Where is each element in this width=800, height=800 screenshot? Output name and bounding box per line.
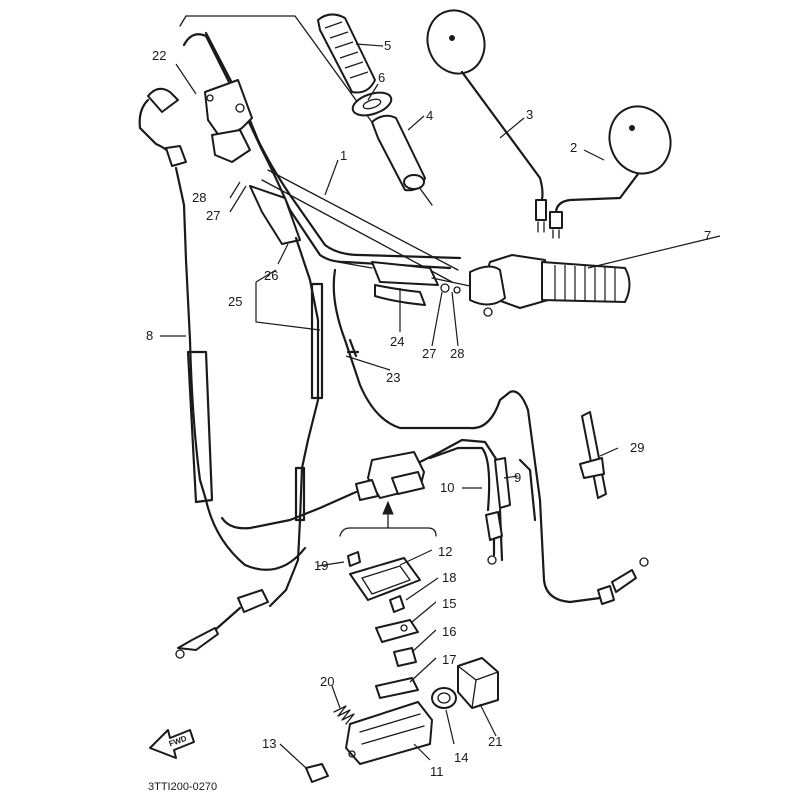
callout-14: 14 [454, 750, 468, 765]
callout-18: 18 [442, 570, 456, 585]
throttle-cable-left [268, 236, 324, 608]
cable-junction [220, 438, 537, 565]
callout-29: 29 [630, 440, 644, 455]
callout-3: 3 [526, 107, 533, 122]
callout-22: 22 [152, 48, 166, 63]
clutch-cable [138, 87, 307, 659]
left-grip-parts [317, 13, 426, 192]
callout-20: 20 [320, 674, 334, 689]
callout-13: 13 [262, 736, 276, 751]
front-brake-cable [332, 268, 649, 605]
handlebar-assembly [179, 15, 631, 317]
callout-19: 19 [314, 558, 328, 573]
callout-28a: 28 [192, 190, 206, 205]
callout-4: 4 [426, 108, 433, 123]
callout-5: 5 [384, 38, 391, 53]
exploded-switch-parts [305, 500, 499, 783]
callout-7: 7 [704, 228, 711, 243]
callout-9: 9 [514, 470, 521, 485]
callout-26: 26 [264, 268, 278, 283]
cable-strap [579, 411, 607, 499]
callout-16: 16 [442, 624, 456, 639]
left-mirror [426, 9, 547, 233]
callout-8: 8 [146, 328, 153, 343]
callout-labels: 1 2 3 4 5 6 7 8 9 10 11 12 13 14 15 16 1… [146, 38, 711, 779]
callout-24: 24 [390, 334, 404, 349]
callout-28b: 28 [450, 346, 464, 361]
right-throttle-grip [541, 261, 631, 303]
callout-12: 12 [438, 544, 452, 559]
callout-25: 25 [228, 294, 242, 309]
callout-15: 15 [442, 596, 456, 611]
callout-2: 2 [570, 140, 577, 155]
callout-leaders [160, 43, 721, 769]
right-mirror [549, 105, 672, 239]
forward-direction-arrow: FWD [149, 729, 195, 759]
diagram-reference-code: 3TTI200-0270 [148, 781, 217, 793]
callout-1: 1 [340, 148, 347, 163]
callout-27b: 27 [422, 346, 436, 361]
callout-21: 21 [488, 734, 502, 749]
callout-23: 23 [386, 370, 400, 385]
callout-17: 17 [442, 652, 456, 667]
callout-10: 10 [440, 480, 454, 495]
callout-27a: 27 [206, 208, 220, 223]
callout-11: 11 [430, 764, 444, 779]
callout-6: 6 [378, 70, 385, 85]
